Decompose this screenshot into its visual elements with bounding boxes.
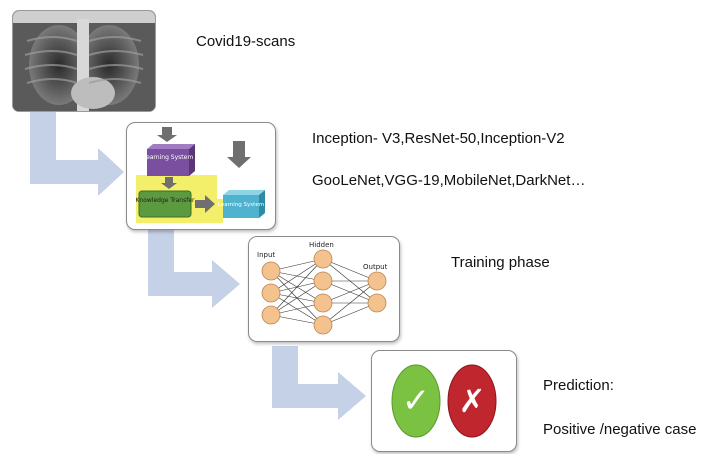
xray-image	[12, 10, 156, 112]
down-arrow-icon	[157, 127, 177, 142]
positive-symbol: ✓	[401, 381, 431, 421]
models-line-1: Inception- V3,ResNet-50,Inception-V2	[312, 130, 565, 147]
neural-network-box: Input Hidden Output	[248, 236, 400, 342]
learning-system-block	[147, 144, 195, 176]
transfer-learning-diagram: Learning System Knowledge Transfer Learn…	[135, 127, 265, 223]
right-arrow-icon	[195, 195, 215, 213]
input-neuron	[261, 261, 281, 281]
hidden-neuron	[313, 271, 333, 291]
hidden-neuron	[313, 293, 333, 313]
hidden-neuron	[313, 249, 333, 269]
models-line-2: GooLeNet,VGG-19,MobileNet,DarkNet…	[312, 172, 586, 189]
prediction-result-label: Positive /negative case	[543, 421, 697, 438]
knowledge-transfer-block	[138, 190, 192, 218]
knowledge-transfer-text: Knowledge Transfer	[135, 197, 195, 204]
negative-symbol: ✗	[458, 382, 486, 420]
input-neuron	[261, 305, 281, 325]
prediction-icons	[391, 364, 497, 438]
learning-system-text: Learning System	[143, 154, 193, 161]
output-neuron	[367, 271, 387, 291]
prediction-label: Prediction:	[543, 377, 614, 394]
down-arrow-icon	[161, 177, 177, 189]
flow-arrow-1	[30, 112, 124, 196]
neural-network-diagram: Input Hidden Output	[257, 241, 388, 335]
hidden-neuron	[313, 315, 333, 335]
negative-cross-icon	[447, 364, 497, 438]
flow-arrow-3	[272, 346, 366, 420]
output-neuron	[367, 293, 387, 313]
target-learning-system-text: Learning System	[218, 202, 264, 208]
down-arrow-icon	[227, 141, 251, 168]
input-neuron	[261, 283, 281, 303]
output-layer-label: Output	[363, 263, 388, 271]
prediction-box: ✓ ✗	[371, 350, 517, 452]
scans-label: Covid19-scans	[196, 33, 296, 50]
target-learning-system-block	[223, 190, 265, 218]
hidden-layer-label: Hidden	[309, 241, 334, 249]
transfer-learning-box: Learning System Knowledge Transfer Learn…	[126, 122, 276, 230]
input-layer-label: Input	[257, 251, 275, 259]
positive-check-icon	[391, 364, 441, 438]
chest-xray-icon	[13, 11, 155, 111]
flow-arrow-2	[148, 228, 240, 308]
training-phase-label: Training phase	[451, 254, 550, 271]
